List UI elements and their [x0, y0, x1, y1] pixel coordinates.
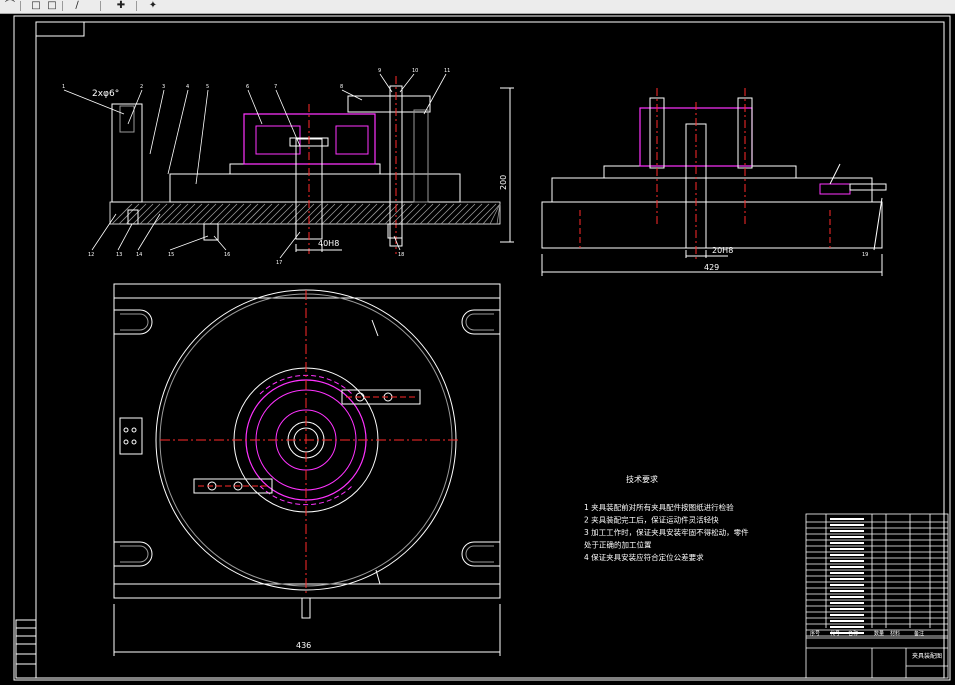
bom-header-cell: 数量	[874, 630, 884, 637]
part-balloon: 13	[116, 252, 122, 258]
bom-row-text	[830, 590, 864, 592]
part-balloon: 5	[206, 84, 209, 90]
bom-row-text	[830, 578, 864, 580]
drawing-toolbar: ⌒ □ □ ∕ ✚ ✦	[0, 0, 955, 14]
part-balloon: 8	[340, 84, 343, 90]
note-item: 2 夹具装配完工后，保证运动件灵活轻快	[584, 515, 719, 525]
line-icon[interactable]: ∕	[75, 0, 79, 11]
bom-row-text	[830, 614, 864, 616]
bom-row-text	[830, 536, 864, 538]
bom-row-text	[830, 620, 864, 622]
part-balloon: 14	[136, 252, 142, 258]
part-balloon: 16	[224, 252, 230, 258]
bore-dimension: 40H8	[318, 239, 339, 248]
title-block-name: 夹具装配图	[912, 652, 942, 660]
technical-requirements: 技术要求 1 夹具装配前对所有夹具配件按图纸进行检验 2 夹具装配完工后，保证运动…	[584, 474, 749, 562]
insert-point-icon[interactable]: ✚	[116, 0, 126, 11]
bom-row-text	[830, 572, 864, 574]
bom-row-text	[830, 542, 864, 544]
part-balloon: 1	[62, 84, 65, 90]
part-balloon: 18	[398, 252, 404, 258]
note-item: 3 加工工作时，保证夹具安装牢固不得松动，零件	[584, 527, 749, 537]
side-width-dimension: 429	[704, 263, 719, 272]
wand-icon[interactable]: ✦	[148, 0, 158, 11]
note-item: 4 保证夹具安装应符合定位公差要求	[584, 552, 704, 562]
bom-header-cell: 代号	[830, 630, 840, 637]
bom-row-text	[830, 596, 864, 598]
drawing-frame	[13, 15, 951, 681]
bom-header-cell: 名称	[848, 630, 858, 637]
part-balloon: 17	[276, 260, 282, 266]
note-item: 处于正确的加工位置	[584, 540, 652, 550]
part-balloon: 2	[140, 84, 143, 90]
side-balloon: 19	[862, 252, 868, 258]
part-balloon: 3	[162, 84, 165, 90]
part-balloon: 11	[444, 68, 450, 74]
bom-row-text	[830, 530, 864, 532]
height-dimension: 200	[499, 175, 508, 190]
bom-row-text	[830, 560, 864, 562]
bom-row-text	[830, 518, 864, 520]
front-note-label: 2xφ6°	[92, 89, 119, 99]
part-balloon: 9	[378, 68, 381, 74]
bom-row-text	[830, 566, 864, 568]
top-width-dimension: 436	[296, 641, 311, 650]
top-view: 436	[113, 283, 501, 656]
side-bore-dimension: 20H8	[712, 246, 733, 255]
bom-row-text	[830, 608, 864, 610]
part-balloon: 7	[274, 84, 277, 90]
arc-icon[interactable]: ⌒	[5, 0, 15, 11]
bom-row-text	[830, 584, 864, 586]
toolbar-separator	[20, 1, 21, 11]
bom-row-text	[830, 554, 864, 556]
bom-row-text	[830, 626, 864, 628]
note-item: 1 夹具装配前对所有夹具配件按图纸进行检验	[584, 502, 734, 512]
part-balloon: 15	[168, 252, 174, 258]
part-balloon: 4	[186, 84, 189, 90]
bom-row-text	[830, 524, 864, 526]
bom-header-cell: 序号	[810, 630, 820, 637]
bom-header-cell: 备注	[914, 630, 924, 637]
bom-row-text	[830, 602, 864, 604]
toolbar-separator	[100, 1, 101, 11]
bom-row-text	[830, 632, 864, 634]
notes-title: 技术要求	[626, 474, 658, 484]
toolbar-separator	[62, 1, 63, 11]
part-balloon: 12	[88, 252, 94, 258]
bom-header-cell: 材料	[890, 630, 900, 637]
part-balloon: 6	[246, 84, 249, 90]
rectangle-icon[interactable]: □	[47, 0, 57, 11]
bom-row-text	[830, 548, 864, 550]
rectangle-icon[interactable]: □	[31, 0, 41, 11]
part-balloon: 10	[412, 68, 418, 74]
side-view: 429 20H8 19	[541, 88, 887, 276]
title-block: 夹具装配图 序号 代号 名称 数量材料 备注	[805, 513, 949, 679]
toolbar-separator	[136, 1, 137, 11]
